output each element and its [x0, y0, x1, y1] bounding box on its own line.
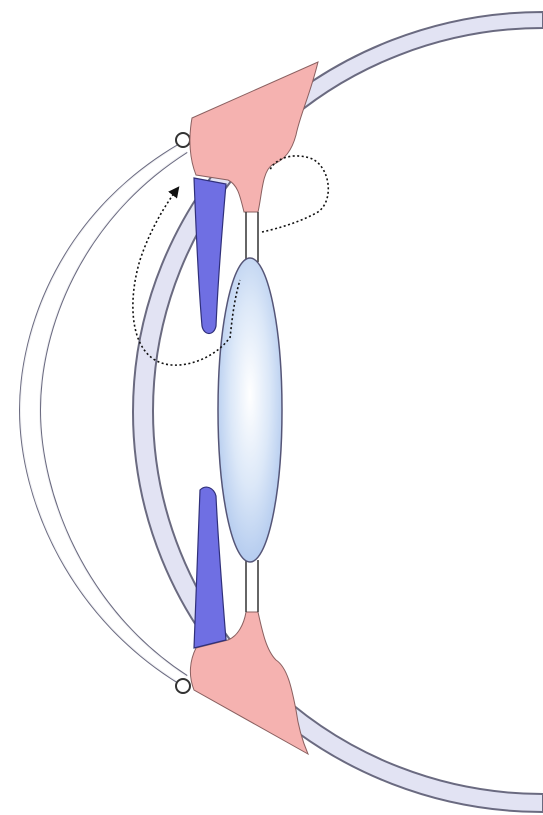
limbus-marker-top: [176, 133, 190, 147]
limbus-marker-bottom: [176, 679, 190, 693]
lens: [218, 258, 282, 562]
